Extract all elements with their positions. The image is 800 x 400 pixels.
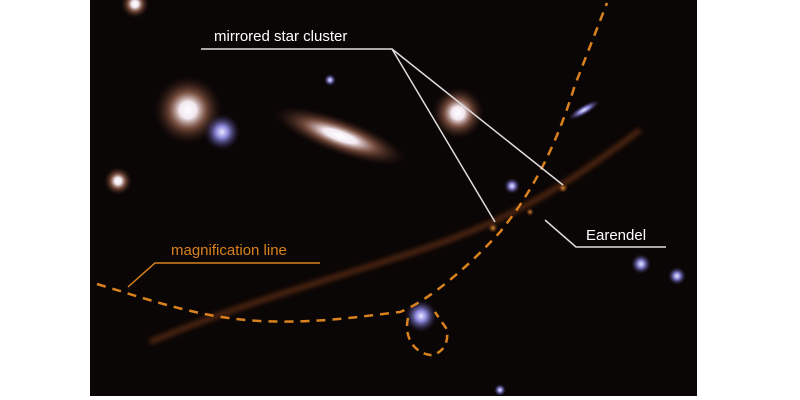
magnification-line-dashed [96,2,609,323]
magnification-line-loop [405,311,449,357]
mirrored-star-cluster-leader-2 [391,48,564,186]
earendel-label: Earendel [586,227,646,244]
lensed-arc [148,127,642,345]
galaxies [104,0,686,396]
mirrored-star-cluster-label: mirrored star cluster [214,28,347,45]
magnification-line-label: magnification line [171,242,287,259]
earendel-leader [544,219,666,248]
sky-background [90,0,697,396]
magnification-line-leader [127,262,320,288]
